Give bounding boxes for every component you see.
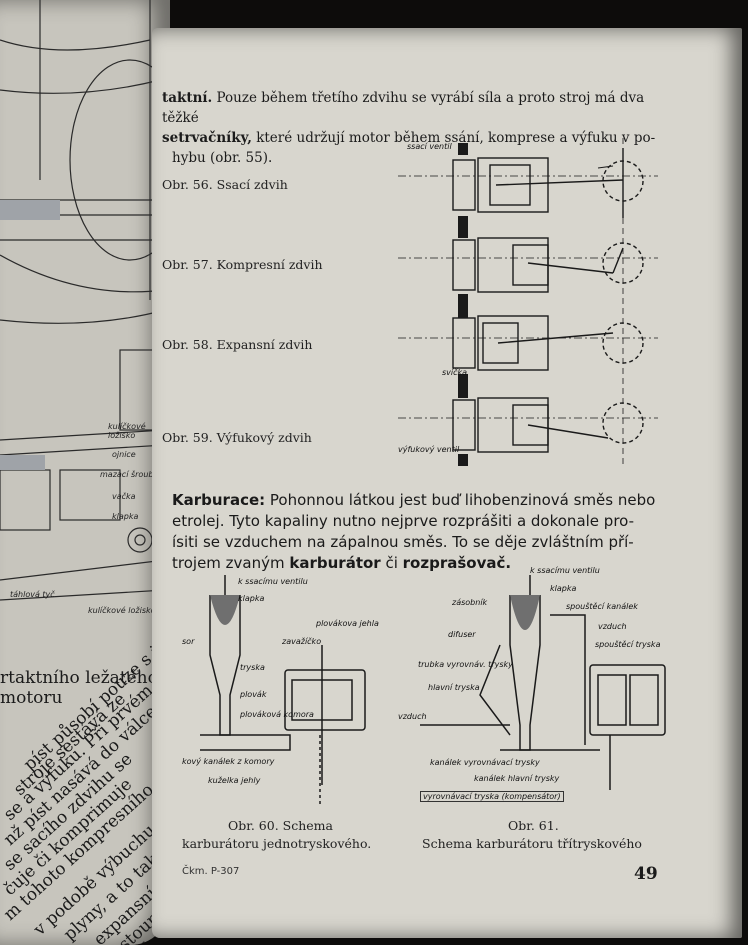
fig61-label: kanálek vyrovnávací trysky	[430, 758, 540, 767]
left-label-3: mazací šroub	[100, 470, 154, 479]
left-label-5: klapka	[112, 512, 139, 521]
fig60-label: plovák	[240, 690, 267, 699]
fig60-label: tryska	[240, 663, 265, 672]
karburace-paragraph: Karburace: Pohonnou látkou jest buď liho…	[172, 490, 672, 574]
intro-text-2: které udržují motor během ssání, kompres…	[251, 130, 656, 146]
left-label-2: ojnice	[112, 450, 136, 459]
right-page	[152, 28, 742, 938]
karburace-line: či	[380, 554, 403, 572]
left-label-1: kulíčkové ložisko	[108, 422, 146, 440]
fig61-label: spouštěcí tryska	[595, 640, 661, 649]
fig60-label: plovákova jehla	[316, 619, 379, 628]
fig58-caption: Obr. 58. Expansní zdvih	[162, 337, 313, 352]
fig56-caption: Obr. 56. Ssací zdvih	[162, 177, 288, 192]
intro-text-1: Pouze během třetího zdvihu se vyrábí síl…	[162, 90, 645, 126]
fig60-label: kuželka jehly	[208, 776, 261, 785]
fig61-label: vzduch	[598, 622, 627, 631]
intro-paragraph: taktní. Pouze během třetího zdvihu se vy…	[162, 88, 682, 168]
fig59-caption: Obr. 59. Výfukový zdvih	[162, 430, 312, 445]
karburace-line: Pohonnou látkou jest buď lihobenzinová s…	[265, 491, 656, 509]
fig61-label: spouštěcí kanálek	[566, 602, 638, 611]
page-number: 49	[634, 864, 658, 884]
fig61-caption-line1: Obr. 61.	[508, 818, 559, 833]
fig61-label: vyrovnávací tryska (kompensátor)	[420, 791, 564, 802]
left-label-6: táhlová tyč	[10, 590, 55, 599]
fig61-label: klapka	[550, 584, 577, 593]
fig60-label: plováková komora	[240, 710, 314, 719]
fig61-carburetor-diagram	[420, 575, 666, 790]
fig61-label: difuser	[448, 630, 476, 639]
karburace-line: etrolej. Tyto kapaliny nutno nejprve roz…	[172, 512, 635, 530]
fig60-label: sor	[182, 637, 195, 646]
fig61-label: kanálek hlavní trysky	[474, 774, 560, 783]
fig57-caption: Obr. 57. Kompresní zdvih	[162, 257, 323, 272]
intro-bold-2: setrvačníky,	[162, 130, 252, 146]
fig60-caption-line1: Obr. 60. Schema	[228, 818, 333, 833]
intro-bold-1: taktní.	[162, 90, 213, 106]
label-svicka: svíčka	[442, 368, 468, 377]
label-vyfukovy-ventil: výfukový ventil	[398, 445, 460, 454]
label-ssaci-ventil: ssací ventil	[407, 142, 452, 151]
karburator-term: karburátor	[289, 554, 381, 572]
karburace-line: trojem zvaným	[172, 554, 290, 572]
left-label-4: vačka	[112, 492, 136, 501]
left-engine-diagram	[0, 0, 170, 601]
left-label-7: kulíčkové ložisko	[88, 606, 156, 615]
fig61-label: hlavní tryska	[428, 683, 480, 692]
fig61-label: vzduch	[398, 712, 427, 721]
intro-text-3: hybu (obr. 55).	[172, 150, 273, 166]
fig60-carburetor-diagram	[200, 575, 366, 805]
fig60-label: kový kanálek z komory	[182, 757, 275, 766]
fig60-label: k ssacímu ventilu	[238, 577, 308, 586]
left-page: kulíčkové ložisko ojnice mazací šroub va…	[0, 0, 170, 945]
fig61-label: zásobník	[452, 598, 488, 607]
four-stroke-diagrams	[398, 138, 658, 468]
rozprasovac-term: rozprašovač.	[402, 554, 512, 572]
fig60-caption-line2: karburátoru jednotryskového.	[182, 836, 372, 851]
fig61-label: k ssacímu ventilu	[530, 566, 600, 575]
left-rotated-text: píst působí pouze s jednou stroje sestáv…	[0, 607, 170, 945]
footer-code: Čkm. P-307	[182, 866, 240, 877]
karburace-line: ísiti se vzduchem na zápalnou směs. To s…	[172, 533, 634, 551]
karburace-heading: Karburace:	[172, 491, 266, 509]
fig61-caption-line2: Schema karburátoru třítryskového	[422, 836, 642, 851]
fig61-label: trubka vyrovnáv. trysky	[418, 660, 513, 669]
left-caption-fragment: rtaktního ležatého motoru	[0, 668, 158, 708]
fig60-label: klapka	[238, 594, 265, 603]
fig60-label: zavažíčko	[282, 637, 322, 646]
